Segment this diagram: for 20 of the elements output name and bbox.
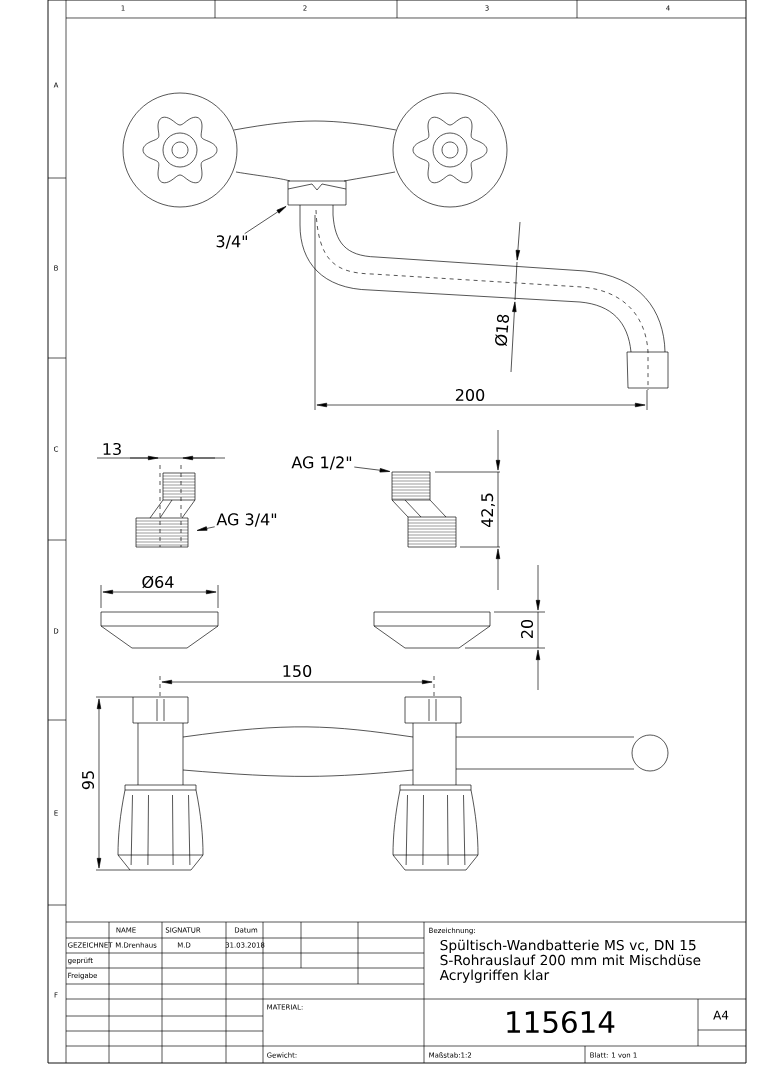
sheet-size: A4 <box>713 1010 729 1020</box>
dimension-value: Ø64 <box>142 575 174 589</box>
part-description: Spültisch-Wandbatterie MS vc, DN 15 S-Rohrauslauf 200 mm mit Mischdüse Acrylgriffen klar <box>439 939 701 983</box>
leader-line <box>244 206 287 234</box>
dimension-value: 13 <box>103 442 121 456</box>
leader-line <box>353 466 391 473</box>
thread-label: AG 1/2" <box>291 456 352 470</box>
eccentric-fitting-drawing <box>135 464 196 548</box>
hex-nut-drawing <box>287 180 347 206</box>
dimension-value: 200 <box>455 388 485 402</box>
dimension-value: 95 <box>81 771 95 790</box>
dimension-value: 20 <box>520 619 534 638</box>
dimension-value: 150 <box>283 664 312 678</box>
eccentric-fitting-drawing <box>391 471 457 548</box>
thread-label: AG 3/4" <box>216 513 277 527</box>
dimension-value: 42,5 <box>481 493 495 528</box>
dimension-value: Ø18 <box>495 314 510 347</box>
leader-line <box>196 526 216 531</box>
thread-label: 3/4" <box>216 235 247 249</box>
drawing-number: 115614 <box>507 1010 615 1034</box>
